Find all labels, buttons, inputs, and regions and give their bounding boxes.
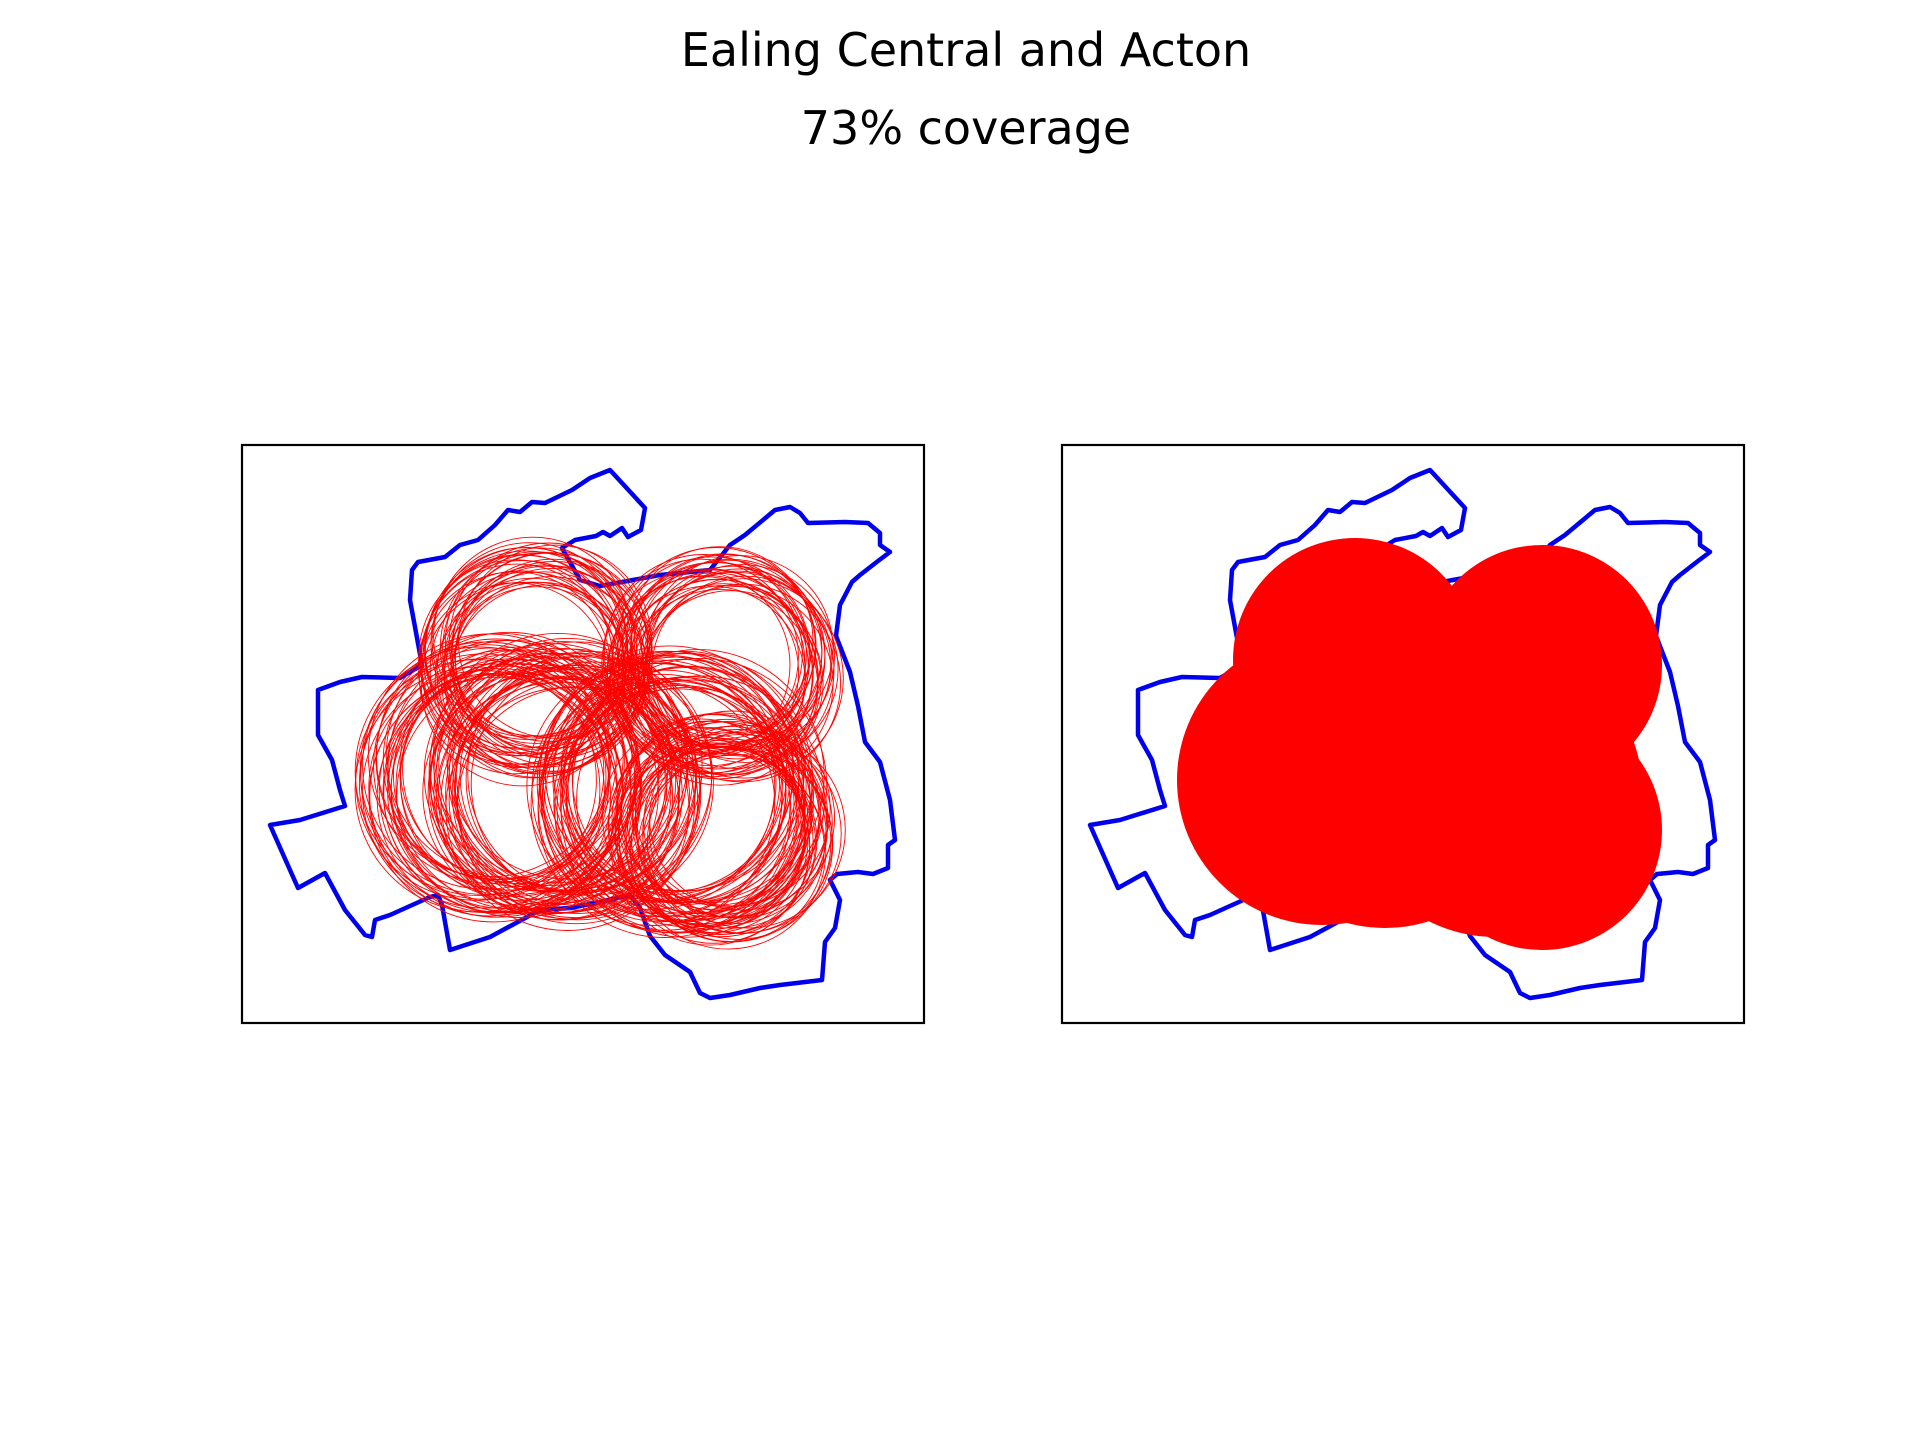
coverage-circle-203 — [635, 732, 828, 925]
coverage-circle-196 — [626, 721, 820, 915]
coverage-circle-130 — [447, 648, 694, 896]
coverage-area-5 — [1422, 710, 1662, 950]
right-coverage-union — [1177, 538, 1662, 950]
coverage-circle-114 — [437, 678, 674, 914]
coverage-circle-48 — [607, 575, 806, 775]
coverage-circle-37 — [643, 578, 844, 779]
coverage-circle-164 — [564, 650, 805, 892]
coverage-circle-19 — [422, 554, 624, 757]
coverage-circle-194 — [620, 713, 813, 906]
coverage-circle-201 — [649, 724, 836, 911]
coverage-circle-150 — [530, 681, 776, 926]
coverage-circle-126 — [432, 632, 683, 884]
figure-subtitle: 73% coverage — [801, 101, 1131, 155]
coverage-circle-182 — [610, 745, 811, 946]
coverage-circle-120 — [429, 657, 677, 904]
coverage-circle-168 — [567, 665, 807, 905]
coverage-circle-116 — [427, 670, 672, 915]
coverage-circle-190 — [602, 718, 798, 915]
coverage-circle-155 — [536, 663, 777, 903]
coverage-circle-124 — [429, 643, 673, 886]
coverage-circle-135 — [465, 655, 712, 902]
right-map-panel — [1060, 443, 1746, 1025]
coverage-circle-166 — [563, 653, 813, 903]
coverage-circle-110 — [445, 687, 690, 931]
coverage-circle-189 — [608, 726, 802, 920]
coverage-circle-97 — [387, 639, 639, 891]
coverage-circle-55 — [612, 556, 811, 755]
coverage-circle-113 — [435, 676, 679, 920]
coverage-circle-198 — [634, 710, 831, 907]
coverage-circle-148 — [537, 678, 791, 931]
coverage-circle-170 — [648, 731, 846, 929]
coverage-circle-26 — [439, 551, 633, 744]
left-coverage-circles — [354, 536, 846, 950]
figure-title: Ealing Central and Acton — [681, 23, 1251, 77]
coverage-circle-87 — [354, 646, 605, 897]
coverage-circle-188 — [607, 728, 806, 927]
coverage-circle-144 — [554, 688, 800, 934]
left-map-panel — [240, 443, 926, 1025]
coverage-circle-58 — [617, 547, 816, 746]
coverage-circle-202 — [643, 729, 833, 919]
coverage-circle-199 — [631, 720, 829, 918]
